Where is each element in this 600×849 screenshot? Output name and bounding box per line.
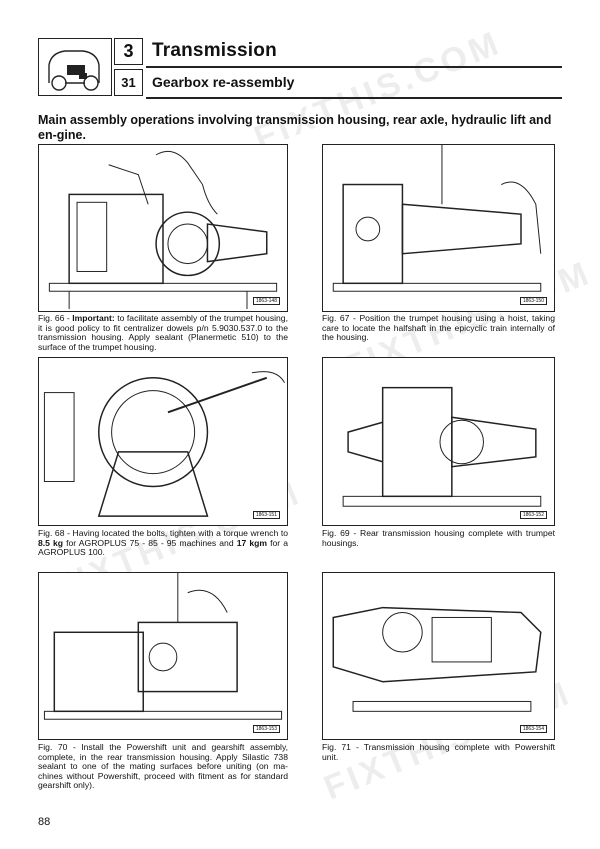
torque-wrench-drawing [43, 371, 285, 517]
figure-70-image: 1863-153 [38, 572, 288, 740]
tractor-logo [38, 38, 112, 96]
figure-71-image: 1863-154 [322, 572, 555, 740]
hoist-trumpet-drawing [332, 145, 542, 292]
figure-66-image: 1863-148 [38, 144, 288, 312]
section-number: 3 [114, 38, 143, 65]
figure-tag: 1863-151 [252, 511, 280, 519]
figure-69-caption: Fig. 69 - Rear transmission housing comp… [322, 528, 555, 548]
rear-housing-drawing [342, 386, 542, 507]
figure-66-caption: Fig. 66 - Important: to facilitate assem… [38, 313, 288, 352]
figure-tag: 1863-153 [252, 725, 280, 733]
page-title: Transmission [152, 40, 277, 61]
powershift-install-drawing [43, 573, 283, 720]
page-subtitle: Gearbox re-assembly [152, 74, 295, 90]
subsection-number: 31 [114, 69, 143, 96]
figure-71-caption: Fig. 71 - Transmission housing complete … [322, 742, 555, 762]
figure-70-caption: Fig. 70 - Install the Powershift unit an… [38, 742, 288, 791]
figure-68-caption: Fig. 68 - Having located the bolts, tigh… [38, 528, 288, 558]
figure-68-image: 1863-151 [38, 357, 288, 526]
trumpet-housing-drawing [48, 150, 278, 310]
housing-powershift-drawing [332, 606, 542, 712]
header-rule [146, 66, 562, 68]
figure-tag: 1863-154 [519, 725, 547, 733]
header-rule [146, 97, 562, 99]
figure-tag: 1863-150 [519, 297, 547, 305]
tractor-icon [48, 50, 100, 91]
figure-69-image: 1863-152 [322, 357, 555, 526]
figure-tag: 1863-152 [519, 511, 547, 519]
figure-67-caption: Fig. 67 - Position the trumpet housing u… [322, 313, 555, 343]
figure-tag: 1863-148 [252, 297, 280, 305]
page-number: 88 [38, 816, 51, 828]
section-heading: Main assembly operations involving trans… [38, 113, 552, 142]
figure-67-image: 1863-150 [322, 144, 555, 312]
